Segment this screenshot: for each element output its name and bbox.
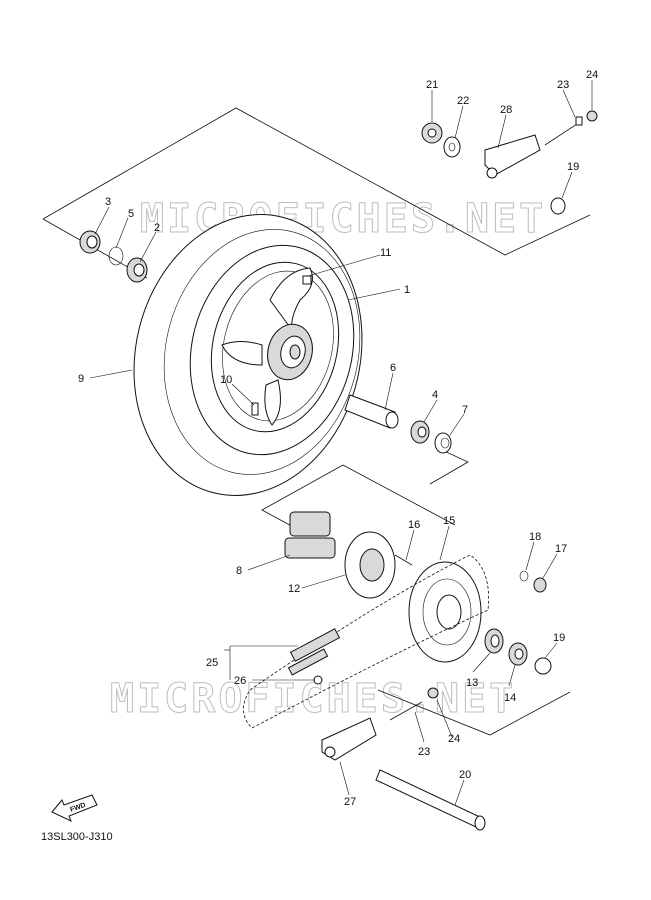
bolt-16 <box>394 554 413 566</box>
callout-2: 2 <box>154 222 160 234</box>
callout-13: 13 <box>466 677 478 689</box>
callout-24-lower: 24 <box>448 733 460 745</box>
assembly-boundary-collar <box>429 449 469 485</box>
callout-18: 18 <box>529 531 541 543</box>
callout-26: 26 <box>234 675 246 687</box>
collar-7 <box>434 432 452 454</box>
washer-22 <box>443 136 461 158</box>
callout-23-upper: 23 <box>557 79 569 91</box>
nut-24-lower <box>427 687 439 699</box>
callout-22: 22 <box>457 95 469 107</box>
assembly-boundary-lower <box>377 689 571 736</box>
joint-26 <box>313 675 323 685</box>
fwd-arrow-icon: FWD <box>51 794 98 822</box>
callout-4: 4 <box>432 389 438 401</box>
callout-3: 3 <box>105 196 111 208</box>
bolt-23-lower <box>389 701 423 721</box>
callout-16: 16 <box>408 519 420 531</box>
bearing-2 <box>126 257 148 283</box>
callout-19-lower: 19 <box>553 632 565 644</box>
callout-21: 21 <box>426 79 438 91</box>
wheel <box>210 261 340 433</box>
bolt-23-upper <box>544 116 583 146</box>
callout-7: 7 <box>462 404 468 416</box>
adjuster-28 <box>484 134 541 179</box>
watermark-bottom: MICROFICHES.NET <box>110 676 516 722</box>
nut-17 <box>533 577 547 593</box>
callout-25: 25 <box>206 657 218 669</box>
assembly-boundary-upper <box>42 107 591 256</box>
collar-6 <box>344 394 399 429</box>
nut-24-upper <box>586 110 598 122</box>
callout-8: 8 <box>236 565 242 577</box>
hub-12 <box>344 531 396 599</box>
callout-28: 28 <box>500 104 512 116</box>
axle-20 <box>375 769 486 831</box>
callout-14: 14 <box>504 692 516 704</box>
callout-20: 20 <box>459 769 471 781</box>
callout-19-upper: 19 <box>567 161 579 173</box>
sprocket-15 <box>408 561 482 663</box>
chain-25 <box>243 554 489 729</box>
callout-12: 12 <box>288 583 300 595</box>
callout-23-lower: 23 <box>418 746 430 758</box>
diagram-code: 13SL300-J310 <box>41 831 113 843</box>
nut-21 <box>421 122 443 144</box>
callout-11: 11 <box>380 247 391 259</box>
washer-18 <box>519 570 529 582</box>
callout-27: 27 <box>344 796 356 808</box>
callout-1: 1 <box>404 284 410 296</box>
callout-labels: 1 2 3 4 5 6 7 8 9 10 11 12 13 14 15 16 1… <box>78 69 598 808</box>
callout-10: 10 <box>220 374 232 386</box>
callout-6: 6 <box>390 362 396 374</box>
callout-5: 5 <box>128 208 134 220</box>
callout-15: 15 <box>443 515 455 527</box>
block-19-upper <box>550 197 566 215</box>
block-19-lower <box>534 657 552 675</box>
callout-17: 17 <box>555 543 567 555</box>
bearing-3 <box>79 230 101 254</box>
bearing-4 <box>410 420 430 444</box>
leader-lines <box>89 80 593 806</box>
bearing-14 <box>508 642 528 666</box>
damper-8 <box>284 511 336 559</box>
callout-9: 9 <box>78 373 84 385</box>
callout-24-upper: 24 <box>586 69 598 81</box>
adjuster-27 <box>321 717 377 761</box>
assembly-boundary-hub <box>342 464 456 526</box>
bearing-13 <box>484 628 504 654</box>
circlip-5 <box>108 246 124 266</box>
